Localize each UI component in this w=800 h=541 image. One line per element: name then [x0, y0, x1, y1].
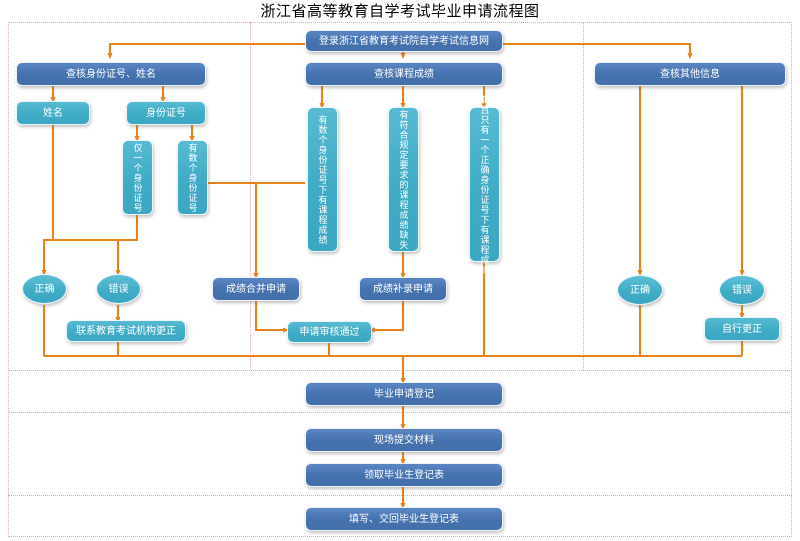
node-missing-course-label: 有符合规定要求的课程成绩缺失	[398, 109, 409, 250]
swimlane-divider-row2	[8, 495, 792, 496]
node-id-number-label: 身份证号	[146, 107, 186, 119]
swimlane-divider-row0	[8, 370, 792, 371]
node-merge-apply[interactable]: 成绩合并申请	[212, 277, 300, 301]
node-right-wrong-label: 错误	[732, 284, 752, 296]
node-login-label: 登录浙江省教育考试院自学考试信息网	[319, 35, 489, 47]
node-id-number[interactable]: 身份证号	[126, 101, 206, 125]
node-missing-course[interactable]: 有符合规定要求的课程成绩缺失	[388, 107, 419, 252]
node-review-passed-label: 申请审核通过	[299, 326, 360, 338]
node-several-ids[interactable]: 有数个身份证号	[177, 140, 208, 215]
node-supplement-apply[interactable]: 成绩补录申请	[359, 277, 447, 301]
swimlane-divider-col1	[250, 22, 251, 370]
node-review-passed[interactable]: 申请审核通过	[287, 321, 372, 343]
node-single-correct-id-courses-label: 有且只有一个正确身份证号下有课程成绩	[479, 94, 490, 275]
node-graduation-register-label: 毕业申请登记	[374, 388, 434, 400]
node-left-wrong-label: 错误	[108, 283, 129, 295]
swimlane-divider-col2	[583, 22, 584, 370]
node-left-wrong[interactable]: 错误	[96, 274, 141, 304]
node-several-ids-courses[interactable]: 有数个身份证号下有课程成绩	[307, 107, 338, 252]
page-title: 浙江省高等教育自学考试毕业申请流程图	[260, 3, 540, 20]
node-check-course[interactable]: 查核课程成绩	[305, 62, 503, 86]
node-only-one-id[interactable]: 仅一个身份证号	[122, 140, 153, 215]
node-self-correct[interactable]: 自行更正	[704, 317, 780, 341]
node-single-correct-id-courses[interactable]: 有且只有一个正确身份证号下有课程成绩	[469, 95, 500, 275]
swimlane-divider-row1	[8, 412, 792, 413]
node-several-ids-label: 有数个身份证号	[187, 142, 198, 213]
node-only-one-id-label: 仅一个身份证号	[132, 142, 143, 213]
node-check-course-label: 查核课程成绩	[374, 68, 434, 80]
node-contact-agency-label: 联系教育考试机构更正	[76, 325, 176, 337]
node-check-other[interactable]: 查核其他信息	[594, 62, 786, 86]
node-check-id-label: 查核身份证号、姓名	[66, 68, 156, 80]
node-graduation-register[interactable]: 毕业申请登记	[305, 382, 503, 406]
node-name-label: 姓名	[43, 107, 63, 119]
node-left-correct-label: 正确	[34, 283, 55, 295]
node-merge-apply-label: 成绩合并申请	[226, 283, 286, 295]
node-contact-agency[interactable]: 联系教育考试机构更正	[66, 320, 186, 342]
node-name[interactable]: 姓名	[16, 101, 90, 125]
node-right-wrong[interactable]: 错误	[719, 275, 765, 305]
node-collect-form-label: 领取毕业生登记表	[364, 469, 444, 481]
node-submit-materials-label: 现场提交材料	[374, 434, 434, 446]
node-fill-return-form[interactable]: 填写、交回毕业生登记表	[305, 507, 503, 531]
node-collect-form[interactable]: 领取毕业生登记表	[305, 463, 503, 487]
node-supplement-apply-label: 成绩补录申请	[373, 283, 433, 295]
node-check-id[interactable]: 查核身份证号、姓名	[16, 62, 206, 86]
node-several-ids-courses-label: 有数个身份证号下有课程成绩	[317, 114, 328, 245]
node-self-correct-label: 自行更正	[722, 323, 762, 335]
node-login[interactable]: 登录浙江省教育考试院自学考试信息网	[305, 30, 503, 52]
node-right-correct[interactable]: 正确	[617, 275, 663, 305]
node-check-other-label: 查核其他信息	[660, 68, 720, 80]
node-fill-return-form-label: 填写、交回毕业生登记表	[349, 513, 459, 525]
node-left-correct[interactable]: 正确	[22, 274, 67, 304]
node-submit-materials[interactable]: 现场提交材料	[305, 428, 503, 452]
node-right-correct-label: 正确	[630, 284, 650, 296]
